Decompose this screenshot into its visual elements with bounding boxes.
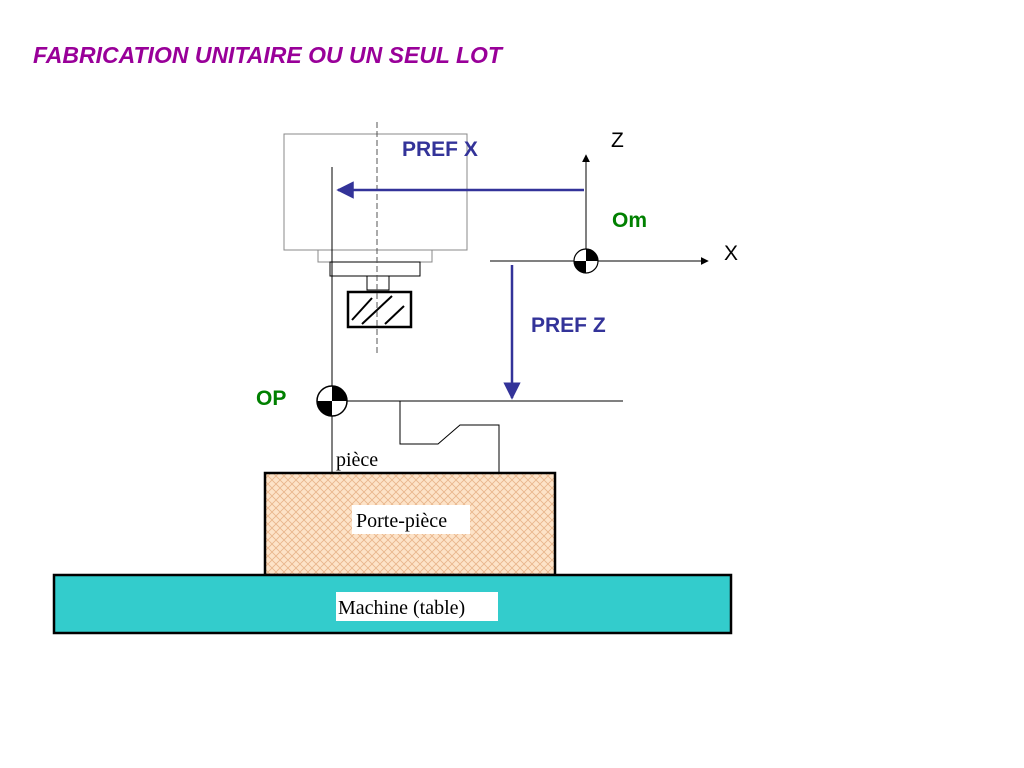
cutting-tool [346,290,413,329]
spindle-head [283,133,468,291]
part-origin-label: OP [256,387,286,410]
machine-table-label: Machine (table) [338,597,465,619]
axis-x-label: X [724,242,738,265]
machine-origin-symbol [573,248,599,274]
fixture-label: Porte-pièce [356,510,447,532]
pref-x-label: PREF X [402,138,478,161]
fixture-block [263,471,557,577]
table-label-bg [336,592,498,621]
slide-title: FABRICATION UNITAIRE OU UN SEUL LOT [33,42,502,68]
part-origin-symbol [316,385,348,417]
axis-z-label: Z [611,129,624,152]
part-label: pièce [336,449,378,471]
machine-origin-label: Om [612,209,647,232]
part-outline [399,401,500,472]
fixture-label-bg [352,505,470,534]
pref-z-label: PREF Z [531,314,606,337]
